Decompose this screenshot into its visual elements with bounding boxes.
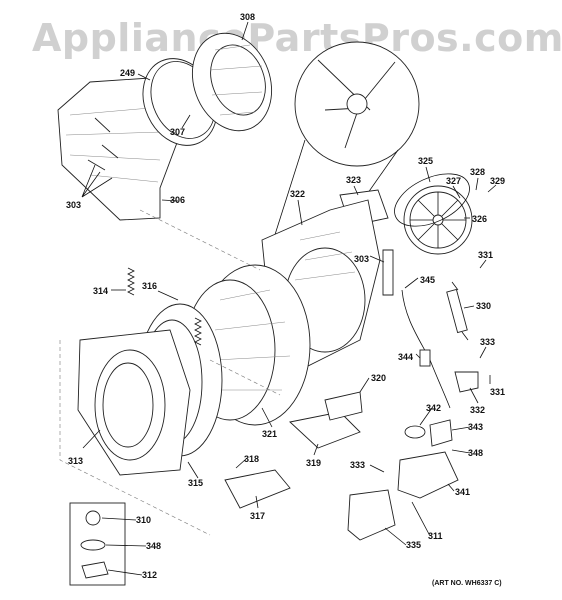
callout-311: 348 — [146, 541, 161, 551]
callout-328: 328 — [470, 167, 485, 177]
suspension-spring-left — [127, 267, 135, 296]
callout-332: 332 — [470, 405, 485, 415]
callout-306: 306 — [170, 195, 185, 205]
spider-detail-circle — [239, 41, 420, 346]
callout-326: 326 — [472, 214, 487, 224]
leader-lines — [81, 21, 497, 576]
callout-348-bottom: 311 — [428, 531, 443, 541]
callout-345: 345 — [420, 275, 435, 285]
callout-333-top: 333 — [480, 337, 495, 347]
callout-331-top: 331 — [478, 250, 493, 260]
art-number: (ART NO. WH6337 C) — [432, 580, 502, 587]
drain-hose-section — [429, 419, 453, 447]
callout-319: 319 — [306, 458, 321, 468]
bellows-boot — [191, 32, 273, 132]
callout-325: 325 — [418, 156, 433, 166]
pump-housing — [397, 451, 459, 499]
callout-330: 330 — [476, 301, 491, 311]
counterweight-block — [224, 469, 291, 509]
callout-343: 343 — [468, 422, 483, 432]
callout-317: 317 — [250, 511, 265, 521]
callout-342: 342 — [426, 403, 441, 413]
guide-lines — [59, 209, 281, 536]
callout-321: 321 — [262, 429, 277, 439]
callout-249: 249 — [120, 68, 135, 78]
outer-tub-front — [77, 329, 191, 476]
callout-320: 320 — [371, 373, 386, 383]
callout-327: 327 — [446, 176, 461, 186]
hardware-kit-box — [69, 502, 126, 586]
callout-333-bottom: 333 — [350, 460, 365, 470]
callout-331-bottom: 331 — [490, 387, 505, 397]
callout-322: 322 — [290, 189, 305, 199]
hose-clamp-342 — [404, 425, 426, 439]
watermark: AppliancePartsPros.com — [32, 16, 562, 60]
harness-connector — [419, 349, 431, 367]
callout-323: 323 — [346, 175, 361, 185]
callout-318: 318 — [244, 454, 259, 464]
callout-341: 341 — [455, 487, 470, 497]
heater-assembly — [324, 391, 363, 421]
callout-315: 315 — [188, 478, 203, 488]
callout-307: 307 — [170, 127, 185, 137]
shock-absorber — [446, 281, 469, 341]
callout-344: 344 — [398, 352, 413, 362]
tub-bracket — [289, 411, 361, 449]
callout-312: 312 — [142, 570, 157, 580]
callout-316: 316 — [142, 281, 157, 291]
callout-329: 329 — [490, 176, 505, 186]
callout-310: 310 — [136, 515, 151, 525]
pump-motor — [347, 489, 396, 541]
callout-314: 314 — [93, 286, 108, 296]
callout-313: 313 — [68, 456, 83, 466]
drive-pulley — [403, 185, 473, 255]
callout-348-top: 348 — [468, 448, 483, 458]
wire-harness — [401, 289, 451, 409]
drive-belt — [394, 173, 470, 227]
callout-308: 308 — [240, 12, 255, 22]
callout-335: 335 — [406, 540, 421, 550]
callout-303-left: 303 — [66, 200, 81, 210]
callout-303-right: 303 — [354, 254, 369, 264]
damper-right — [382, 249, 394, 296]
suspension-spring-center — [194, 317, 202, 346]
pump-bracket — [454, 371, 479, 393]
